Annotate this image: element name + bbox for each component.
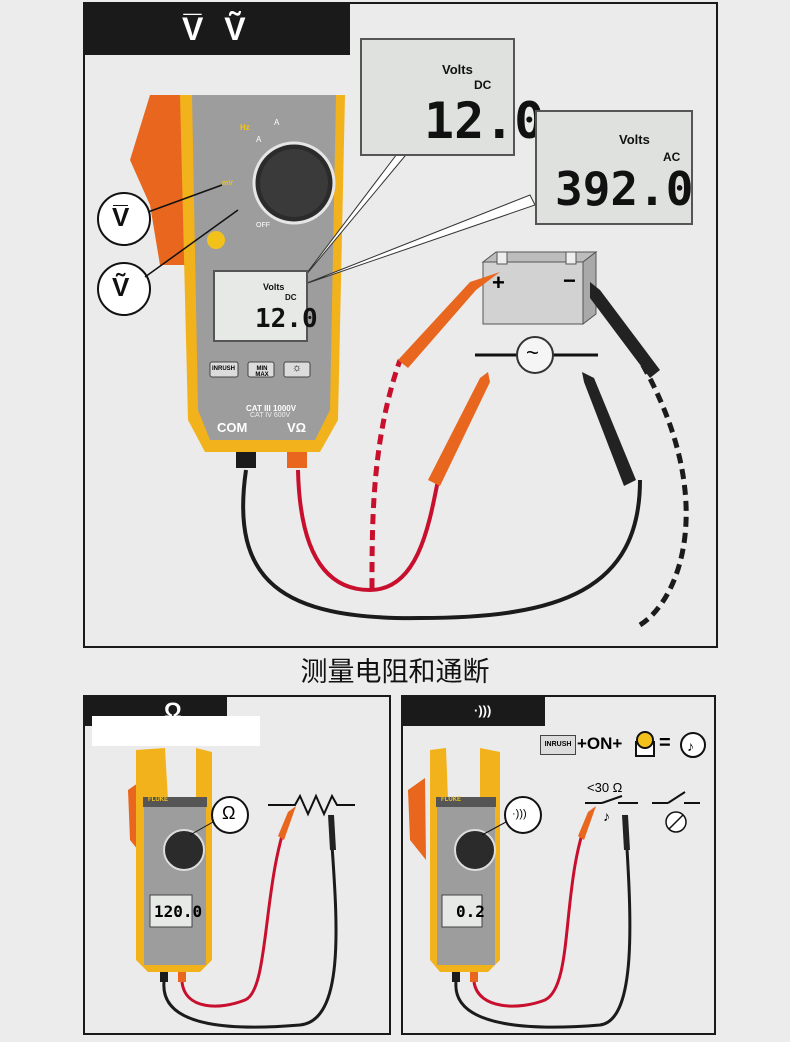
dc-lcd-unit: DC	[474, 78, 492, 92]
dial-off: OFF	[256, 222, 270, 229]
formula-equals: =	[659, 732, 671, 754]
battery-plus-post	[496, 251, 508, 265]
yellow-button	[207, 231, 225, 249]
battery-minus: −	[563, 268, 576, 293]
rating-label-2: CAT IV 600V	[250, 412, 291, 419]
com-label: COM	[217, 420, 248, 435]
battery-plus: +	[492, 270, 505, 295]
dc-callout-circle	[97, 192, 151, 246]
minmax-button	[247, 361, 275, 378]
fluke-logo: FLUKE	[441, 797, 461, 803]
dial-a2: A	[274, 118, 280, 127]
dial-mv: mV	[222, 180, 233, 187]
ac-lcd-value: 392.0	[555, 162, 694, 216]
red-dashed-lead	[369, 359, 403, 589]
ac-voltage-lcd: Volts AC 392.0	[535, 110, 693, 225]
backlight-icon: ☼	[292, 362, 303, 374]
battery-minus-post	[565, 251, 577, 265]
dc-lcd-value: 12.0	[424, 92, 545, 150]
black-probe-upper	[590, 282, 660, 378]
v-terminal-label: VΩ	[287, 420, 307, 435]
continuity-callout-icon: ·)))	[512, 808, 527, 820]
formula-plus-on: +ON+	[577, 734, 623, 753]
ohm-callout-circle	[211, 796, 249, 834]
rotary-dial	[454, 829, 496, 871]
dc-lcd-label: Volts	[442, 62, 473, 77]
black-lead-wire	[241, 469, 642, 621]
dc-voltage-lcd: Volts DC 12.0	[360, 38, 544, 156]
ac-source-circle	[516, 336, 554, 374]
red-probe-upper	[398, 272, 500, 368]
black-dashed-lead	[637, 358, 689, 628]
dc-ac-voltage-icon: V̅ Ṽ	[182, 11, 252, 47]
clamp-jaw	[130, 95, 185, 265]
beeper-result-icon: ♪	[680, 732, 706, 758]
formula-inrush-label: INRUSH	[544, 741, 572, 748]
meter-lcd-value: 120.0	[154, 902, 203, 921]
ac-source-symbol: ~	[526, 340, 539, 365]
section-caption: 测量电阻和通断	[300, 657, 490, 688]
continuity-icon: ·)))	[474, 703, 492, 718]
continuity-panel-tab: ·)))	[402, 696, 545, 726]
dc-volts-icon: V̅	[112, 202, 130, 232]
red-probe-lower	[428, 372, 490, 486]
battery-body	[482, 261, 584, 325]
resistance-panel	[83, 695, 391, 1035]
meter-lcd-value: 0.2	[456, 902, 485, 921]
beep-note-icon: ♪	[603, 808, 610, 824]
inrush-button	[209, 361, 239, 378]
v-jack	[287, 452, 307, 468]
black-probe-lower	[582, 372, 636, 486]
meter-lcd-label: Volts	[263, 282, 285, 292]
ac-volts-icon: Ṽ	[112, 272, 130, 302]
continuity-callout-circle	[504, 796, 542, 834]
rotary-dial	[163, 829, 205, 871]
ohm-callout-icon: Ω	[222, 803, 236, 823]
fluke-logo: FLUKE	[148, 797, 168, 803]
meter-lcd-unit: DC	[285, 293, 297, 302]
ac-lcd-label: Volts	[619, 132, 650, 147]
resistor-symbol	[268, 793, 355, 817]
ac-callout-circle	[97, 262, 151, 316]
meter-lcd: Volts DC 12.0	[213, 270, 318, 342]
ac-lcd-unit: AC	[663, 150, 681, 164]
rating-label: CAT III 1000V	[246, 404, 297, 413]
formula-button-icon	[635, 731, 655, 757]
label-masking-box	[92, 716, 260, 746]
com-jack	[236, 452, 256, 468]
red-lead-wire	[296, 469, 442, 593]
minmax-label: MIN MAX	[255, 366, 269, 378]
meter-lcd-value: 12.0	[255, 304, 318, 334]
top-panel-tab: V̅ Ṽ	[84, 3, 350, 55]
svg-text:♪: ♪	[687, 738, 694, 754]
threshold-label: <30 Ω	[587, 780, 623, 795]
inrush-label: INRUSH	[212, 366, 236, 372]
backlight-button	[283, 361, 311, 378]
dial-hz: Hz	[240, 123, 250, 132]
dial-a1: A	[256, 135, 262, 144]
formula-inrush-button: INRUSH	[540, 735, 576, 755]
